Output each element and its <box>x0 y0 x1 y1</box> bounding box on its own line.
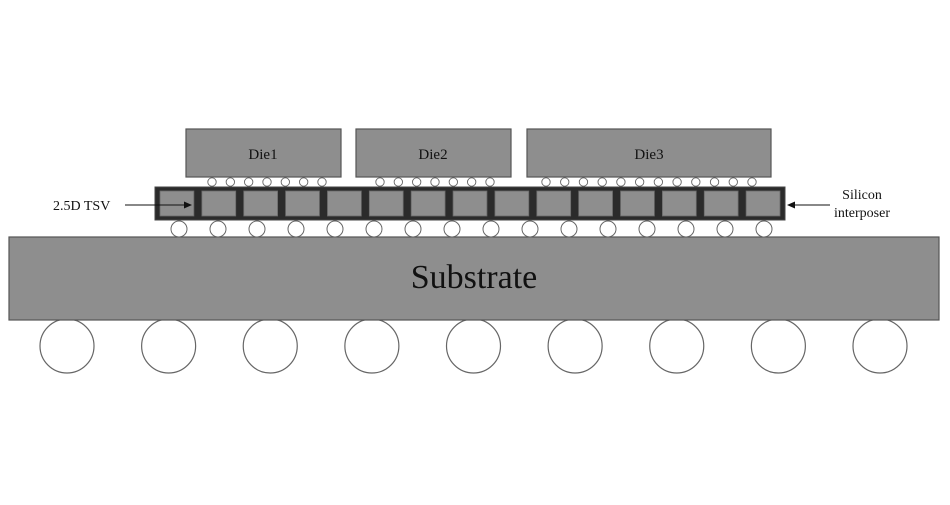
c4-bump <box>326 220 344 238</box>
interposer-label-line1: Silicon <box>842 188 882 203</box>
microbump <box>262 177 272 187</box>
microbump <box>747 177 757 187</box>
c4-bump <box>521 220 539 238</box>
c4-bump <box>677 220 695 238</box>
interposer-cell <box>452 190 488 217</box>
c4-bump <box>287 220 305 238</box>
microbump <box>448 177 458 187</box>
die-3-body <box>526 128 772 178</box>
microbump <box>244 177 254 187</box>
interposer-cell <box>578 190 613 217</box>
c4-bump <box>248 220 266 238</box>
microbump <box>375 177 385 187</box>
bga-ball <box>39 318 95 374</box>
interposer-cells <box>159 190 781 217</box>
microbump <box>485 177 495 187</box>
microbump <box>691 177 701 187</box>
tsv-label: 2.5D TSV <box>53 199 110 214</box>
c4-bump <box>716 220 734 238</box>
interposer-cell <box>327 190 362 217</box>
interposer-cell <box>620 190 655 217</box>
microbump <box>597 177 607 187</box>
c4-bump <box>404 220 422 238</box>
microbump <box>430 177 440 187</box>
microbump <box>560 177 570 187</box>
interposer-cell <box>745 190 781 217</box>
die-2-label: Die2 <box>418 147 447 163</box>
microbump <box>393 177 403 187</box>
bga-balls <box>39 318 908 374</box>
die-1-label: Die1 <box>248 147 277 163</box>
microbump <box>299 177 309 187</box>
c4-bump <box>755 220 773 238</box>
microbump <box>467 177 477 187</box>
c4-bump <box>443 220 461 238</box>
die-2: Die2 <box>355 128 512 178</box>
c4-bump <box>170 220 188 238</box>
c4-bump <box>599 220 617 238</box>
die-1-body <box>185 128 342 178</box>
microbump <box>709 177 720 187</box>
interposer-cell <box>703 190 739 217</box>
die-1: Die1 <box>185 128 342 178</box>
interposer-cell <box>159 190 195 217</box>
bga-ball <box>750 318 806 374</box>
c4-bump <box>638 220 656 238</box>
interposer-cell <box>536 190 572 217</box>
bga-ball <box>852 318 908 374</box>
microbump <box>225 177 235 187</box>
interposer-cell <box>410 190 446 217</box>
interposer-cell <box>201 190 237 217</box>
microbump <box>541 177 551 187</box>
microbump <box>728 177 738 187</box>
bga-ball <box>141 318 197 374</box>
die-3-label: Die3 <box>634 147 663 163</box>
c4-bump <box>560 220 578 238</box>
microbumps <box>207 177 757 187</box>
interposer-cell <box>662 190 697 217</box>
bga-ball <box>649 318 705 374</box>
c4-bump <box>209 220 227 238</box>
interposer-cell <box>243 190 279 217</box>
bga-ball <box>547 318 603 374</box>
die-2-body <box>355 128 512 178</box>
die-3: Die3 <box>526 128 772 178</box>
interposer-label-line2: interposer <box>834 206 890 221</box>
microbump <box>412 177 422 187</box>
substrate-label: Substrate <box>411 259 538 296</box>
microbump <box>672 177 682 187</box>
microbump <box>280 177 290 187</box>
interposer-cell <box>368 190 404 217</box>
tsv-arrow-head <box>184 201 192 209</box>
c4-bumps <box>170 220 773 238</box>
bga-ball <box>344 318 400 374</box>
c4-bump <box>365 220 383 238</box>
microbump <box>653 177 664 187</box>
interposer-arrow-head <box>787 201 795 209</box>
microbump <box>634 177 645 187</box>
interposer-cell <box>494 190 530 217</box>
microbump <box>578 177 589 187</box>
bga-ball <box>445 318 502 374</box>
bga-ball <box>242 318 298 374</box>
substrate <box>8 236 940 321</box>
microbump <box>616 177 626 187</box>
microbump <box>317 177 327 187</box>
interposer-cell <box>285 190 320 217</box>
c4-bump <box>482 220 500 238</box>
microbump <box>207 177 217 187</box>
